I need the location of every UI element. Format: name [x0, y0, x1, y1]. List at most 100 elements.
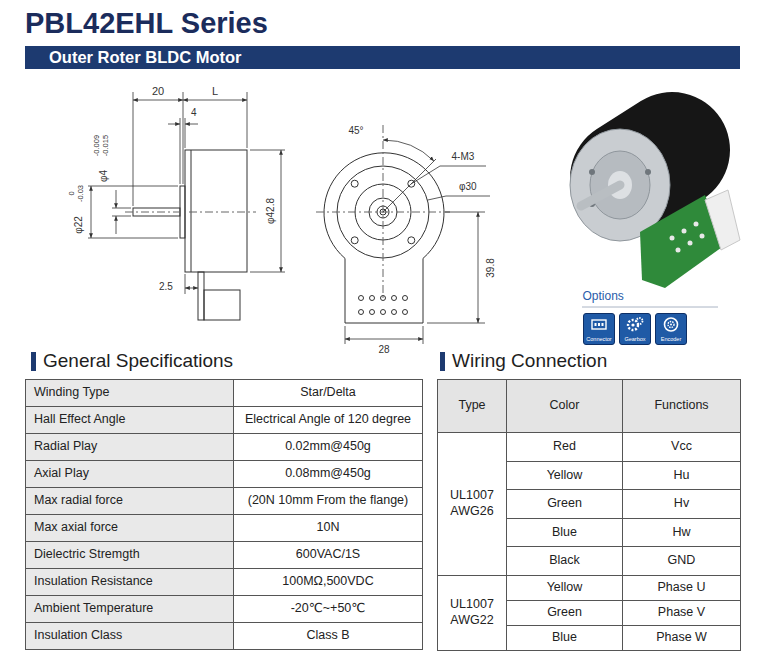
motor-side-view: [198, 272, 204, 320]
table-header-cell: Color: [506, 379, 623, 433]
spec-value-cell: Star/Delta: [233, 379, 423, 407]
dimension-line: [250, 272, 285, 273]
motor-front-view: [392, 296, 397, 301]
wire-function-cell: Hv: [622, 489, 741, 519]
wire-color-cell: Green: [506, 600, 623, 626]
dimension-line: [116, 216, 117, 234]
motor-side-view: [191, 150, 192, 272]
motor-front-view: [370, 310, 375, 315]
dimension: φ42.8: [265, 198, 277, 224]
dimension: 39.8: [484, 258, 496, 277]
motor-photo: [682, 229, 687, 234]
dimension: 4: [191, 107, 197, 119]
motor-front-view: [403, 296, 408, 301]
dimension-line: [91, 186, 92, 238]
title-band: Outer Roter BLDC Motor: [25, 46, 740, 69]
motor-photo: [694, 222, 699, 227]
dimension-line: [112, 216, 131, 217]
dimension: φ30: [459, 181, 477, 193]
option-glyph: [602, 323, 604, 326]
motor-photo: [645, 169, 651, 175]
motor-side-view: [125, 150, 256, 320]
option-glyph: [665, 318, 678, 331]
dimension: φ4: [98, 170, 110, 182]
option-glyph: [598, 323, 600, 326]
dimension-line: [180, 118, 181, 184]
dimension-line: [88, 238, 178, 239]
motor-photo: [688, 241, 693, 246]
dimension-line: [88, 92, 285, 294]
dimension-line: [427, 196, 490, 200]
spec-value-cell: -20℃~+50℃: [233, 595, 423, 623]
dimension-line: [345, 140, 490, 344]
motor-photo: [676, 248, 681, 253]
section-bar: [31, 352, 36, 371]
spec-value-cell: Class B: [233, 622, 423, 650]
wire-function-cell: Phase U: [622, 575, 741, 601]
option-glyph: [668, 322, 674, 328]
option-glyph: [626, 316, 644, 333]
spec-value-cell: (20N 10mm From the flange): [233, 487, 423, 515]
dimension: 4-M3: [452, 151, 475, 163]
dimension-line: [133, 100, 183, 101]
tolerance: -0.03: [76, 184, 85, 201]
spec-value-cell: 600VAC/1S: [233, 541, 423, 569]
spec-name-cell: Winding Type: [25, 379, 234, 407]
dimension-line: [185, 118, 186, 148]
motor-front-view: [351, 180, 358, 187]
spec-name-cell: Ambient Temperature: [25, 595, 234, 623]
motor-front-view: [381, 296, 386, 301]
motor-photo: [570, 129, 740, 288]
spec-value-cell: 0.08mm@450g: [233, 460, 423, 488]
motor-photo: [589, 169, 595, 175]
spec-name-cell: Hall Effect Angle: [25, 406, 234, 434]
wire-function-cell: Hu: [622, 461, 741, 490]
option-glyph: [637, 318, 643, 324]
dimension-line: [112, 208, 131, 209]
spec-name-cell: Axial Play: [25, 460, 234, 488]
option-label: Encoder: [656, 337, 686, 343]
dimension: 20: [152, 85, 164, 98]
motor-side-view: [185, 150, 247, 272]
wire-function-cell: GND: [622, 546, 741, 576]
section-bar: [440, 352, 445, 371]
motor-photo: [581, 185, 620, 206]
spec-name-cell: Insulation Resistance: [25, 568, 234, 596]
options-heading: Options: [583, 289, 624, 303]
section-heading: General Specifications: [43, 350, 233, 373]
wire-function-cell: Phase V: [622, 600, 741, 626]
wire-function-cell: Vcc: [622, 432, 741, 462]
dimension-line: [445, 212, 485, 213]
motor-photo: [670, 236, 675, 241]
dimension: L: [212, 85, 218, 98]
dimension: 45°: [349, 125, 364, 137]
divider-line: [582, 307, 718, 308]
dimension-line: [185, 124, 198, 125]
motor-front-view: [316, 125, 450, 323]
option-glyph: [592, 320, 606, 329]
spec-name-cell: Max axial force: [25, 514, 234, 542]
dimension-line: [185, 288, 198, 289]
wire-color-cell: Blue: [506, 625, 623, 651]
wire-function-cell: Hw: [622, 518, 741, 547]
motor-side-view: [133, 208, 180, 216]
tolerance: -0.015: [101, 134, 110, 155]
wire-color-cell: Yellow: [506, 461, 623, 490]
spec-value-cell: 10N: [233, 514, 423, 542]
option-glyph: [631, 323, 634, 326]
spec-name-cell: Insulation Class: [25, 622, 234, 650]
motor-front-view: [359, 310, 364, 315]
option-icon: Connector: [583, 313, 615, 345]
spec-value-cell: Electrical Angle of 120 degree: [233, 406, 423, 434]
motor-front-view: [381, 310, 386, 315]
spec-value-cell: 100MΩ,500VDC: [233, 568, 423, 596]
option-icon: Gearbox: [619, 313, 651, 345]
option-label: Gearbox: [620, 337, 650, 343]
page-title: PBL42EHL Series: [25, 6, 268, 41]
motor-side-view: [125, 212, 256, 213]
tolerance: -0.009: [92, 134, 101, 155]
option-glyph: [590, 316, 608, 333]
dimension-line: [383, 159, 436, 212]
